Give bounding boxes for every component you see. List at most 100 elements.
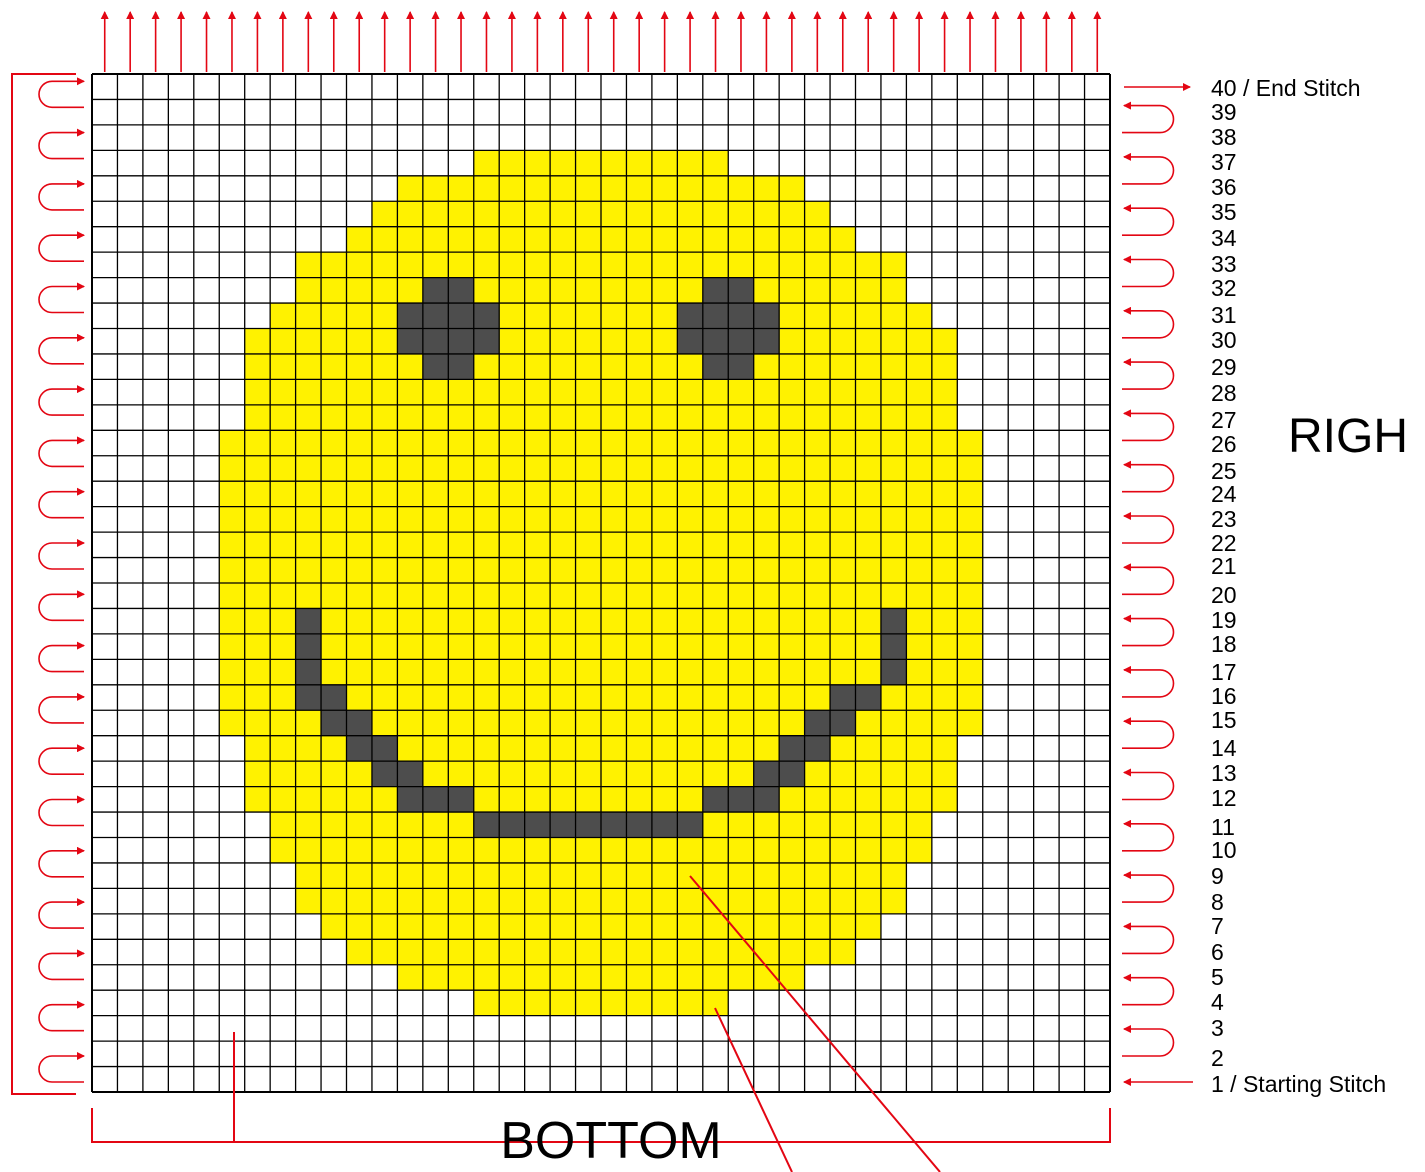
grid-cell (474, 278, 500, 304)
grid-cell (1034, 888, 1060, 914)
grid-cell (194, 965, 220, 991)
grid-cell (983, 939, 1009, 965)
grid-cell (1059, 888, 1085, 914)
grid-cell (1008, 481, 1034, 507)
grid-cell (856, 379, 882, 405)
grid-cell (856, 74, 882, 100)
grid-cell (983, 1067, 1009, 1093)
grid-cell (703, 329, 729, 355)
grid-cell (270, 939, 296, 965)
grid-cell (1059, 227, 1085, 253)
grid-cell (652, 685, 678, 711)
grid-cell (626, 125, 652, 151)
grid-cell (1008, 787, 1034, 813)
grid-cell (168, 74, 194, 100)
grid-cell (1008, 990, 1034, 1016)
grid-cell (779, 990, 805, 1016)
grid-cell (932, 710, 958, 736)
grid-cell (932, 761, 958, 787)
grid-cell (576, 125, 602, 151)
grid-cell (728, 125, 754, 151)
grid-cell (703, 736, 729, 762)
grid-cell (499, 863, 525, 889)
grid-cell (805, 481, 831, 507)
grid-cell (219, 1016, 245, 1042)
grid-cell (321, 558, 347, 584)
grid-cell (932, 659, 958, 685)
grid-cell (728, 863, 754, 889)
grid-cell (499, 456, 525, 482)
grid-cell (830, 1016, 856, 1042)
grid-cell (830, 888, 856, 914)
grid-cell (652, 761, 678, 787)
left-turn-loop (39, 851, 84, 877)
grid-cell (525, 761, 551, 787)
grid-cell (168, 736, 194, 762)
grid-cell (525, 125, 551, 151)
grid-cell (321, 456, 347, 482)
grid-cell (245, 965, 271, 991)
grid-cell (957, 150, 983, 176)
grid-cell (932, 303, 958, 329)
grid-cell (397, 990, 423, 1016)
grid-cell (677, 150, 703, 176)
grid-cell (194, 125, 220, 151)
grid-cell (423, 761, 449, 787)
row-number-label: 37 (1211, 149, 1237, 175)
grid-cell (296, 1016, 322, 1042)
grid-cell (245, 74, 271, 100)
grid-cell (957, 914, 983, 940)
grid-cell (626, 201, 652, 227)
grid-cell (805, 761, 831, 787)
grid-cell (779, 1016, 805, 1042)
grid-cell (219, 685, 245, 711)
grid-cell (321, 481, 347, 507)
grid-cell (983, 812, 1009, 838)
grid-cell (194, 787, 220, 813)
grid-cell (601, 303, 627, 329)
grid-cell (830, 634, 856, 660)
grid-cell (219, 74, 245, 100)
right-turn-loop (1122, 824, 1174, 851)
grid-cell (652, 278, 678, 304)
grid-cell (1085, 863, 1111, 889)
grid-cell (576, 405, 602, 431)
grid-cell (754, 150, 780, 176)
grid-cell (117, 965, 143, 991)
grid-cell (117, 838, 143, 864)
grid-cell (1034, 99, 1060, 125)
grid-cell (321, 430, 347, 456)
grid-cell (881, 252, 907, 278)
grid-cell (601, 558, 627, 584)
grid-cell (1085, 787, 1111, 813)
grid-cell (423, 150, 449, 176)
grid-cell (932, 74, 958, 100)
grid-cell (677, 278, 703, 304)
grid-cell (143, 456, 169, 482)
grid-cell (677, 227, 703, 253)
grid-cell (499, 150, 525, 176)
grid-cell (296, 736, 322, 762)
grid-cell (830, 736, 856, 762)
grid-cell (830, 710, 856, 736)
grid-cell (270, 608, 296, 634)
grid-cell (1034, 1016, 1060, 1042)
grid-cell (168, 252, 194, 278)
grid-cell (779, 227, 805, 253)
grid-cell (932, 329, 958, 355)
grid-cell (856, 507, 882, 533)
grid-cell (1034, 227, 1060, 253)
grid-cell (703, 481, 729, 507)
grid-cell (601, 507, 627, 533)
grid-cell (957, 227, 983, 253)
grid-cell (881, 150, 907, 176)
grid-cell (856, 659, 882, 685)
grid-cell (1034, 1041, 1060, 1067)
grid-cell (499, 685, 525, 711)
grid-cell (957, 965, 983, 991)
grid-cell (550, 125, 576, 151)
grid-cell (347, 685, 373, 711)
grid-cell (957, 736, 983, 762)
grid-cell (805, 99, 831, 125)
grid-cell (576, 634, 602, 660)
